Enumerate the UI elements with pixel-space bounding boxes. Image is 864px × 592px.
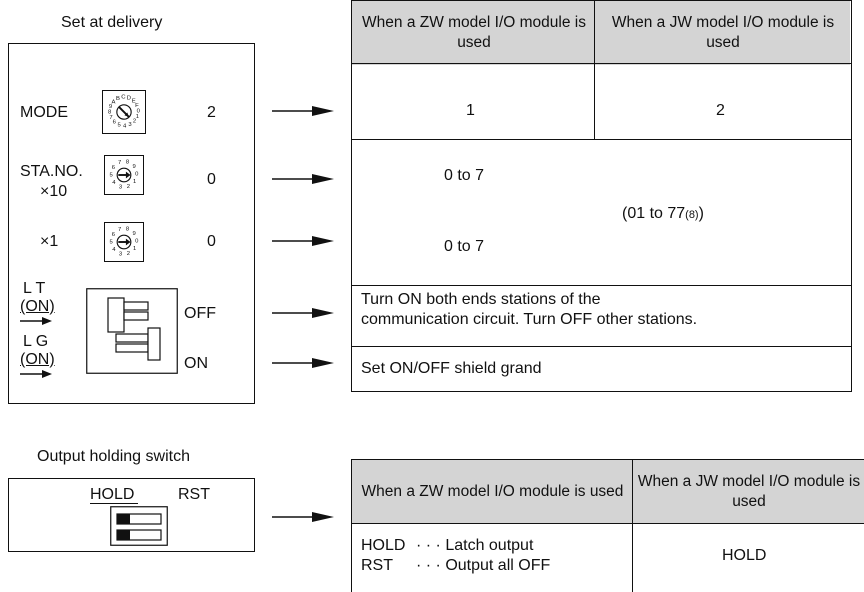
table2-header-jw: When a JW model I/O module is used xyxy=(633,460,864,524)
mode-zw-value: 1 xyxy=(466,102,475,119)
lg-description: Set ON/OFF shield grand xyxy=(361,360,542,377)
settings-table: When a ZW model I/O module is used When … xyxy=(351,0,852,392)
dial-digit: 8 xyxy=(108,110,112,116)
table1-divider xyxy=(351,139,852,140)
table2-divider xyxy=(351,523,864,524)
dial-digit: 4 xyxy=(123,123,127,129)
lt-value: OFF xyxy=(184,305,216,322)
dial-digit: 3 xyxy=(128,122,132,128)
rst-label: RST xyxy=(178,486,210,503)
output-arrow-icon xyxy=(272,512,334,522)
lt-description-line1: Turn ON both ends stations of the xyxy=(361,291,601,308)
dial-digit: 2 xyxy=(127,184,130,190)
lt-lg-dip-switch[interactable] xyxy=(86,288,178,374)
mode-value: 2 xyxy=(207,104,216,121)
dial-digit: C xyxy=(121,95,126,101)
hold-underline xyxy=(90,503,138,505)
dial-digit: 9 xyxy=(109,104,112,110)
dial-digit: 5 xyxy=(110,172,114,178)
dial-digit: 8 xyxy=(126,160,130,166)
sta-no-label: STA.NO. xyxy=(20,163,83,180)
lt-arrow-icon xyxy=(20,317,52,325)
dial-digit: B xyxy=(116,96,120,102)
dial-digit: 6 xyxy=(113,120,117,126)
dial-digit: 9 xyxy=(132,231,135,237)
table2-col-divider xyxy=(632,459,633,592)
jw-range-text: (01 to 77 xyxy=(622,205,686,222)
mode-arrow-icon xyxy=(272,106,334,116)
lt-on-label: (ON) xyxy=(20,298,55,315)
jw-hold-value: HOLD xyxy=(722,547,767,564)
lg-arrow-icon xyxy=(20,370,52,378)
table1-divider xyxy=(351,346,852,347)
dial-digit: 6 xyxy=(112,165,116,171)
hold-row-desc: · · · Latch output xyxy=(416,537,534,554)
sta-x10-value: 0 xyxy=(207,171,216,188)
dial-digit: 6 xyxy=(112,232,116,238)
dial-digit: 9 xyxy=(132,164,135,170)
dial-digit: 5 xyxy=(117,122,121,128)
mode-label: MODE xyxy=(20,104,68,121)
x1-value: 0 xyxy=(207,233,216,250)
jw-range-base: (8) xyxy=(685,209,699,221)
rst-row-desc: · · · Output all OFF xyxy=(416,557,551,574)
lt-description-line2: communication circuit. Turn OFF other st… xyxy=(361,311,698,328)
jw-station-range: (01 to 77(8)) xyxy=(622,204,704,225)
dial-digit: 3 xyxy=(119,184,123,190)
dial-digit: 1 xyxy=(133,179,136,185)
lg-on-label: (ON) xyxy=(20,351,55,368)
hold-label: HOLD xyxy=(90,486,135,503)
dial-digit: F xyxy=(135,103,139,109)
hold-rst-dip-switch[interactable] xyxy=(110,506,168,546)
dial-digit: A xyxy=(111,99,115,105)
lg-label: L G xyxy=(23,333,49,350)
dial-digit: 0 xyxy=(135,172,139,178)
dial-digit: 7 xyxy=(118,227,121,233)
lt-label: L T xyxy=(23,280,46,297)
table1-col-divider xyxy=(594,0,595,139)
x1-arrow-icon xyxy=(272,236,334,246)
dial-digit: D xyxy=(127,96,131,102)
sta-zw-range: 0 to 7 xyxy=(444,167,485,184)
sta-x10-label: ×10 xyxy=(40,183,68,200)
lt-table-arrow-icon xyxy=(272,308,334,318)
output-table: When a ZW model I/O module is used When … xyxy=(351,459,864,592)
dial-digit: 7 xyxy=(109,115,112,121)
sta-arrow-icon xyxy=(272,174,334,184)
mode-jw-value: 2 xyxy=(716,102,725,119)
x1-zw-range: 0 to 7 xyxy=(444,238,485,255)
output-holding-heading: Output holding switch xyxy=(37,448,190,465)
lg-table-arrow-icon xyxy=(272,358,334,368)
dial-digit: E xyxy=(132,98,136,104)
dial-digit: 1 xyxy=(136,114,139,120)
rst-row-label: RST xyxy=(361,557,393,574)
dial-digit: 8 xyxy=(126,227,130,233)
lg-value: ON xyxy=(184,355,208,372)
table1-header-jw: When a JW model I/O module is used xyxy=(596,1,850,65)
dial-digit: 2 xyxy=(133,119,136,125)
table1-divider xyxy=(351,63,852,64)
table1-header-zw: When a ZW model I/O module is used xyxy=(352,1,596,65)
dial-digit: 5 xyxy=(110,239,114,245)
x1-label: ×1 xyxy=(40,233,59,250)
dial-digit: 2 xyxy=(127,251,130,257)
hold-row-label: HOLD xyxy=(361,537,406,554)
dial-digit: 0 xyxy=(137,108,141,114)
set-at-delivery-heading: Set at delivery xyxy=(61,14,163,31)
dial-digit: 7 xyxy=(118,160,121,166)
dial-digit: 4 xyxy=(112,180,116,186)
dial-digit: 3 xyxy=(119,251,123,257)
table1-divider xyxy=(351,285,852,286)
jw-range-close: ) xyxy=(698,205,704,222)
dial-digit: 1 xyxy=(133,246,136,252)
table2-header-zw: When a ZW model I/O module is used xyxy=(352,460,633,524)
dial-digit: 0 xyxy=(135,239,139,245)
dial-digit: 4 xyxy=(112,247,116,253)
